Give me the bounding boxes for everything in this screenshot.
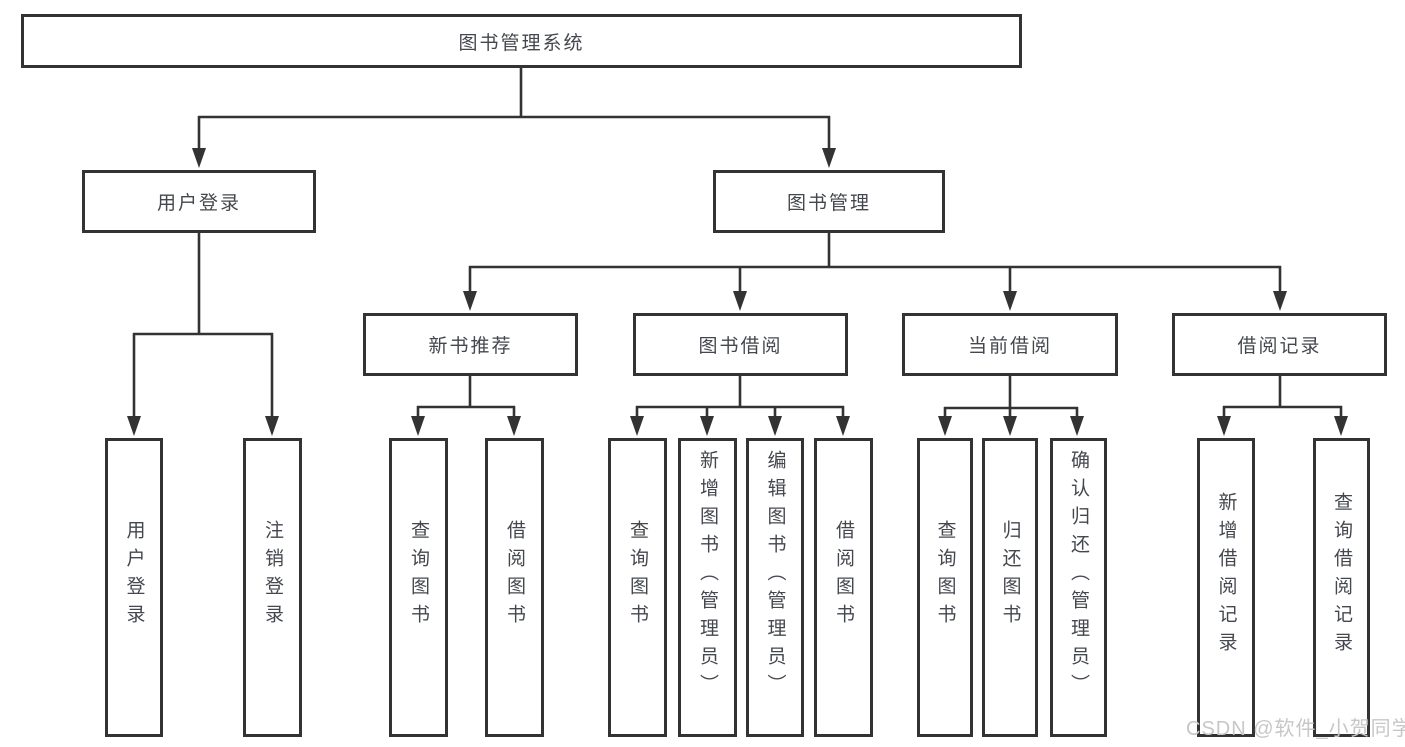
leaf-current-return-label: 归还图书 [999,519,1021,632]
leaf-borrow-book: 借阅图书 [814,438,873,737]
leaf-borrow-add: 新增图书（管理员） [678,438,737,737]
leaf-borrow-query-label: 查询图书 [627,519,648,632]
leaf-borrow-add-label: 新增图书（管理员） [697,449,718,702]
leaf-newbook-query: 查询图书 [389,438,448,737]
leaf-logout: 注销登录 [243,438,302,737]
leaf-user-login: 用户登录 [105,438,163,737]
node-new-book-rec: 新书推荐 [363,313,578,376]
node-book-borrow-label: 图书借阅 [698,336,783,357]
connector-book-borrow-branch [630,376,850,436]
leaf-borrow-edit-label: 编辑图书（管理员） [764,449,786,702]
node-root-label: 图书管理系统 [458,32,585,54]
leaf-user-login-label: 用户登录 [123,519,145,632]
connector-book-mgmt-branch [463,233,1287,311]
leaf-record-query: 查询借阅记录 [1313,438,1370,737]
node-root: 图书管理系统 [21,14,1022,68]
node-current-borrow: 当前借阅 [902,313,1118,376]
leaf-newbook-borrow: 借阅图书 [485,438,544,737]
node-borrow-record-label: 借阅记录 [1237,336,1322,357]
leaf-borrow-edit: 编辑图书（管理员） [746,438,804,737]
node-user-login: 用户登录 [82,170,316,233]
node-book-mgmt: 图书管理 [713,170,945,233]
connector-user-login-branch [127,233,279,436]
leaf-newbook-query-label: 查询图书 [408,519,429,632]
connector-borrow-record-branch [1217,376,1348,436]
node-current-borrow-label: 当前借阅 [967,336,1052,357]
leaf-borrow-query: 查询图书 [608,438,667,737]
leaf-current-return: 归还图书 [982,438,1038,737]
connector-root-to-level2 [192,68,836,168]
leaf-current-confirm-label: 确认归还（管理员） [1068,449,1089,702]
leaf-record-add: 新增借阅记录 [1197,438,1255,737]
leaf-record-query-label: 查询借阅记录 [1331,491,1352,660]
node-borrow-record: 借阅记录 [1172,313,1387,376]
leaf-newbook-borrow-label: 借阅图书 [504,519,525,632]
node-book-mgmt-label: 图书管理 [786,193,871,214]
connector-current-borrow-branch [938,376,1084,436]
node-book-borrow: 图书借阅 [633,313,848,376]
leaf-borrow-book-label: 借阅图书 [833,519,854,632]
csdn-watermark: CSDN @软件_小贺同学 [1186,718,1405,740]
leaf-current-confirm: 确认归还（管理员） [1050,438,1107,737]
node-new-book-rec-label: 新书推荐 [428,336,513,357]
node-user-login-label: 用户登录 [156,193,241,214]
connector-new-book-branch [411,376,521,436]
leaf-logout-label: 注销登录 [262,519,283,632]
leaf-current-query-label: 查询图书 [934,519,956,632]
leaf-current-query: 查询图书 [917,438,973,737]
leaf-record-add-label: 新增借阅记录 [1215,491,1237,660]
